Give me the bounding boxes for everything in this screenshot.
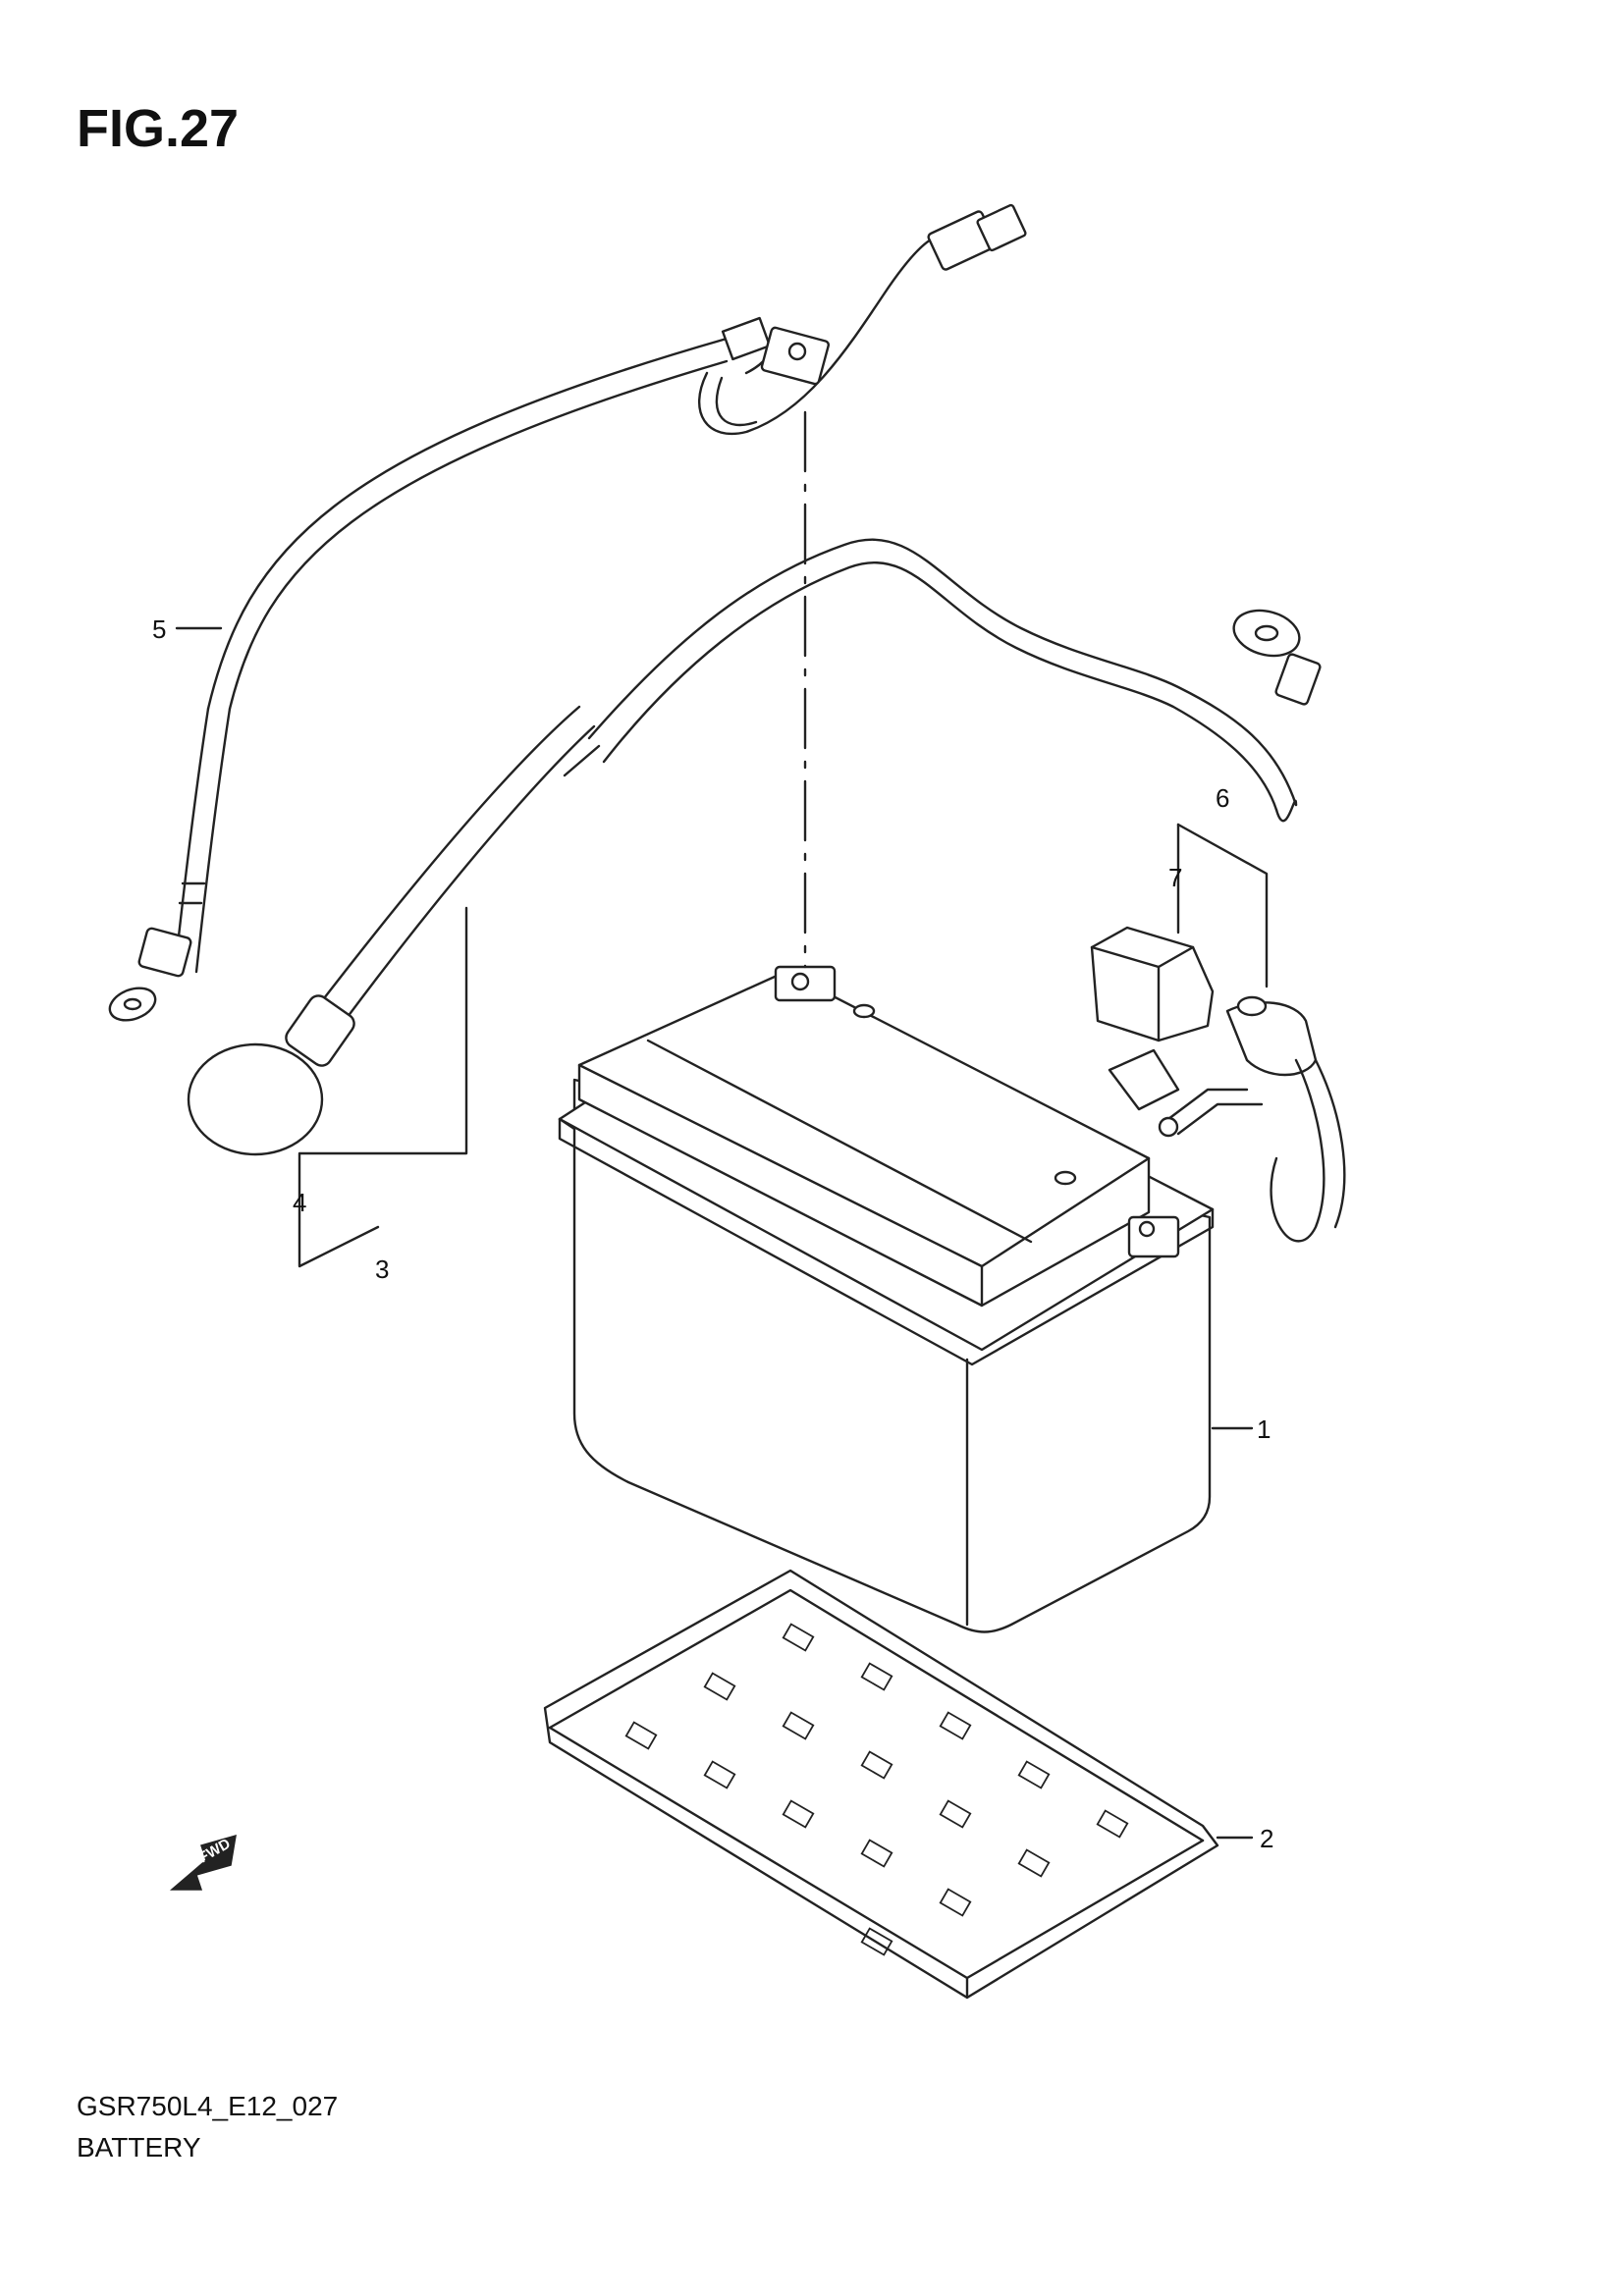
figure-name: BATTERY — [77, 2132, 201, 2163]
part-7-terminal-cap — [1090, 926, 1215, 1042]
part-5-wire-lead — [108, 203, 1027, 1022]
part-3-battery-lead — [312, 538, 1322, 1031]
callout-6: 6 — [1216, 783, 1229, 813]
callout-1: 1 — [1257, 1415, 1271, 1444]
leader-lines — [175, 410, 1269, 1840]
callout-5: 5 — [152, 614, 166, 644]
part-6-negative-lead — [1108, 995, 1346, 1243]
forward-arrow-icon: FWD — [169, 1834, 237, 1891]
figure-title: FIG.27 — [77, 99, 240, 158]
callout-3: 3 — [375, 1255, 389, 1284]
tray-slots — [624, 1623, 1129, 1956]
callout-4: 4 — [293, 1188, 306, 1217]
part-1-battery — [558, 965, 1215, 1633]
figure-code: GSR750L4_E12_027 — [77, 2091, 339, 2121]
callout-2: 2 — [1260, 1824, 1273, 1853]
part-2-battery-tray — [543, 1569, 1219, 2000]
callout-7: 7 — [1168, 863, 1182, 892]
part-4-terminal-cap — [187, 994, 355, 1156]
